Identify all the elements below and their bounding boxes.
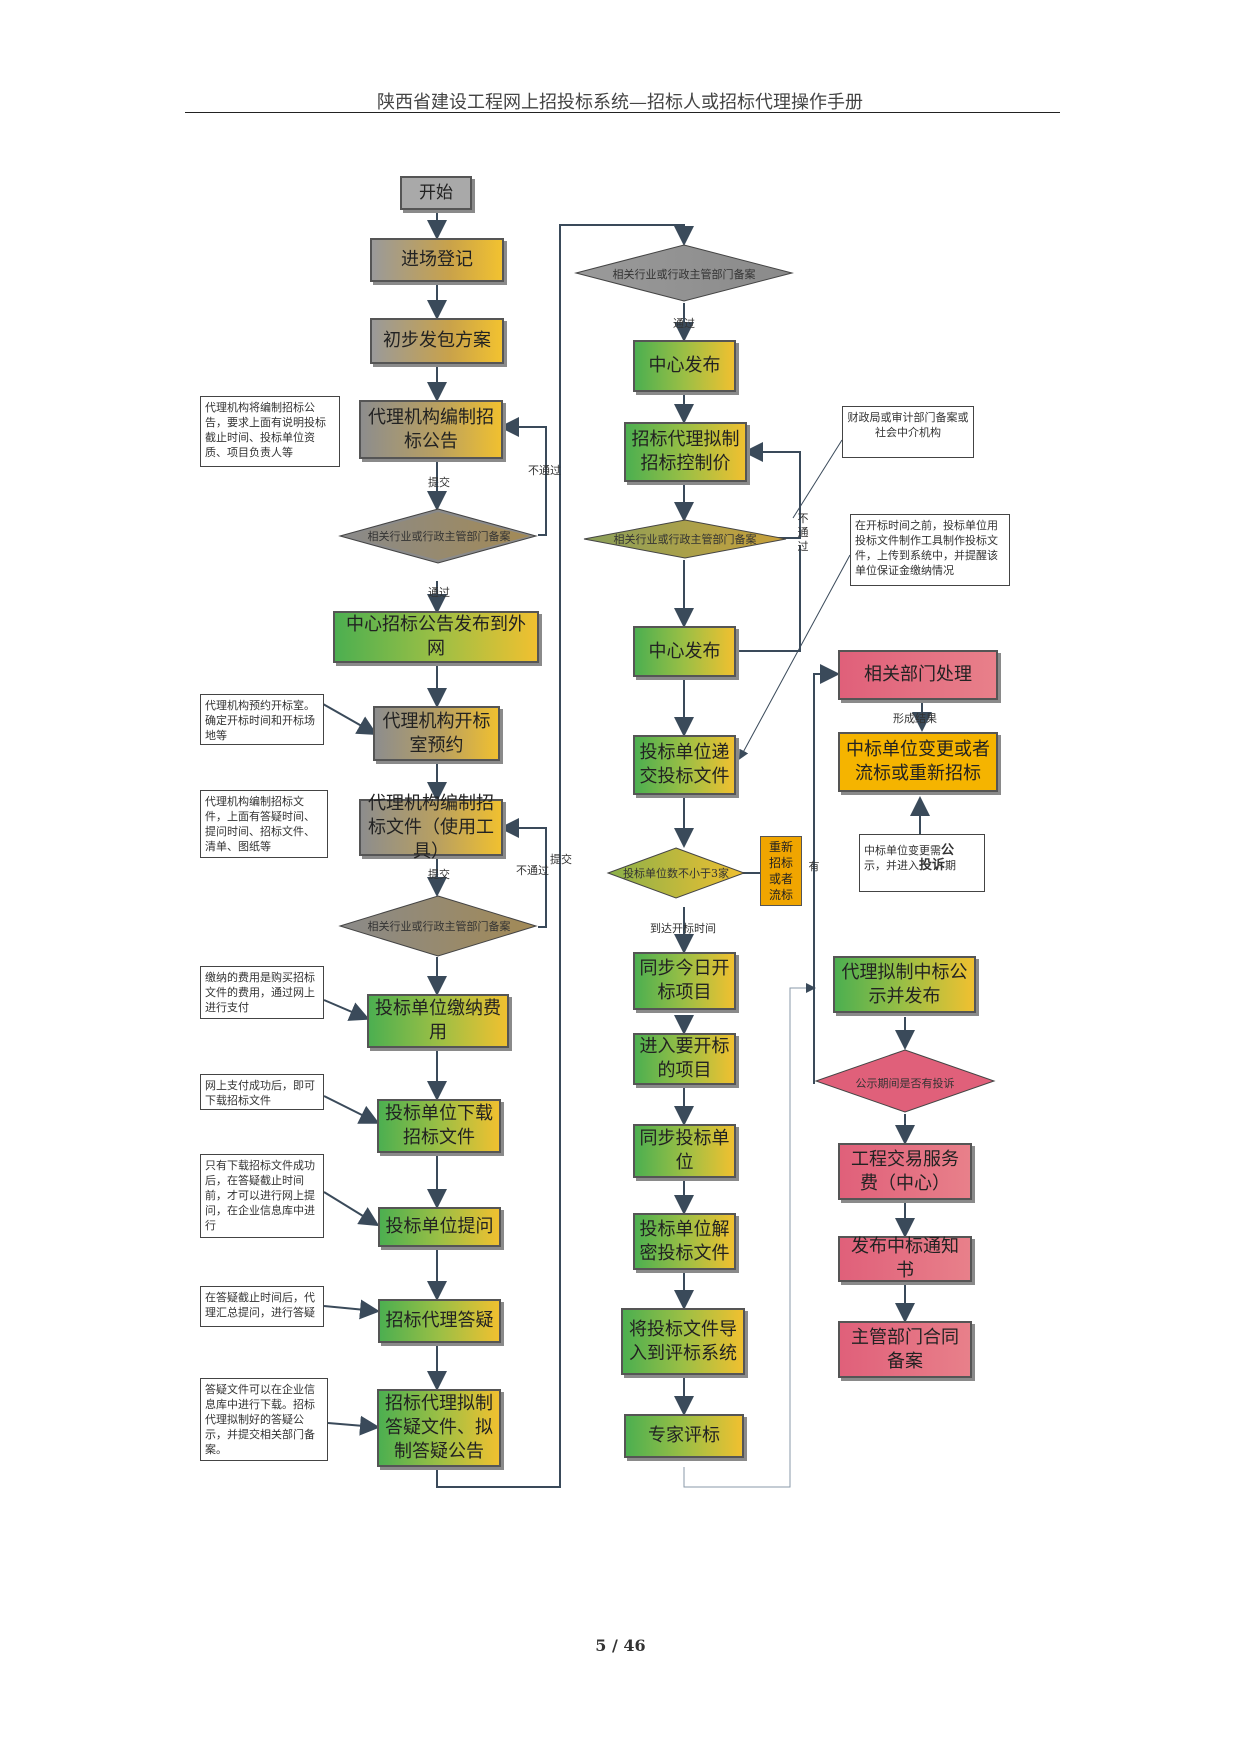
note-answers: 在答疑截止时间后，代理汇总提问，进行答疑: [200, 1286, 324, 1327]
diamond-filing-4: [583, 519, 787, 559]
label-reject-2: 不通过: [516, 864, 549, 877]
page-header: 陕西省建设工程网上招投标系统—招标人或招标代理操作手册: [377, 92, 863, 113]
label-reject-1: 不通过: [528, 464, 561, 477]
node-download-docs: 投标单位下载招标文件: [377, 1099, 501, 1153]
diamond-filing-2: [338, 895, 538, 957]
node-sync-bidders: 同步投标单位: [633, 1124, 736, 1178]
node-entry-registration: 进场登记: [370, 238, 504, 282]
node-control-price: 招标代理拟制招标控制价: [624, 422, 747, 482]
node-sync-today: 同步今日开标项目: [633, 952, 736, 1010]
diamond-complaint-label: 公示期间是否有投诉: [855, 1077, 955, 1090]
node-bidder-questions: 投标单位提问: [378, 1207, 501, 1247]
node-agent-answers: 招标代理答疑: [378, 1299, 501, 1343]
label-yes: 有: [808, 860, 820, 873]
node-draft-announcement: 代理机构编制招标公告: [359, 400, 503, 459]
start-node: 开始: [400, 176, 472, 210]
node-dept-handling: 相关部门处理: [838, 650, 998, 700]
header-rule: [185, 112, 1060, 113]
note-announcement: 代理机构将编制招标公告，要求上面有说明投标截止时间、投标单位资质、项目负责人等: [200, 396, 340, 467]
page-number: 5 / 46: [595, 1636, 646, 1655]
label-pass-1: 通过: [428, 586, 450, 599]
diamond-filing-1-label: 相关行业或行政主管部门备案: [367, 530, 511, 543]
note-answer-file: 答疑文件可以在企业信息库中进行下载。招标代理拟制好的答疑公示，并提交相关部门备案…: [200, 1378, 328, 1461]
label-submit-2: 提交: [428, 868, 450, 881]
diamond-bidder-count: [606, 847, 746, 899]
node-initial-plan: 初步发包方案: [370, 318, 504, 364]
node-expert-review: 专家评标: [624, 1414, 744, 1458]
diamond-complaint: [814, 1049, 996, 1113]
diamond-filing-1: [338, 508, 538, 564]
label-result: 形成结果: [893, 712, 937, 725]
note-k2: 公: [941, 843, 955, 858]
node-contract-filing: 主管部门合同备案: [838, 1321, 972, 1378]
note-questions: 只有下载招标文件成功后，在答疑截止时间前，才可以进行网上提问，在企业信息库中进行: [200, 1154, 324, 1238]
label-arrive: 到达开标时间: [650, 922, 716, 935]
node-win-notice: 发布中标通知书: [838, 1236, 972, 1282]
label-pass-2: 通过: [673, 317, 695, 330]
label-submit-1: 提交: [428, 476, 450, 489]
node-import-bids: 将投标文件导入到评标系统: [621, 1308, 745, 1375]
node-answer-notice: 招标代理拟制答疑文件、拟制答疑公告: [377, 1389, 501, 1467]
node-center-publish-2: 中心发布: [633, 626, 736, 677]
node-rebid-or-fail: 重新招标或者流标: [760, 836, 802, 906]
note-fee: 缴纳的费用是购买招标文件的费用，通过网上进行支付: [200, 966, 324, 1019]
node-draft-tender-docs: 代理机构编制招标文件（使用工具）: [359, 793, 503, 862]
node-enter-project: 进入要开标的项目: [633, 1033, 736, 1085]
diamond-filing-3-label: 相关行业或行政主管部门备案: [612, 268, 756, 281]
note-room: 代理机构预约开标室。确定开标时间和开标场地等: [200, 694, 324, 745]
note-k1: 中标单位变更需: [864, 844, 941, 857]
label-submit-3: 提交: [550, 853, 572, 866]
note-k5: 期: [945, 859, 957, 872]
note-upload-bids: 在开标时间之前，投标单位用投标文件制作工具制作投标文件，上传到系统中，并提醒该单…: [850, 514, 1010, 586]
label-reject-3: 不通过: [797, 512, 809, 553]
node-publish-announcement: 中心招标公告发布到外网: [333, 611, 539, 663]
note-filing-agency: 财政局或审计部门备案或社会中介机构: [842, 406, 974, 458]
diamond-bidder-count-label: 投标单位数不小于3家: [623, 867, 729, 880]
note-k3: 示，并进入: [864, 859, 919, 872]
diamond-filing-3: [574, 244, 794, 302]
node-winner-notice: 代理拟制中标公示并发布: [833, 956, 976, 1013]
node-pay-fee: 投标单位缴纳费用: [367, 994, 509, 1048]
note-k4: 投诉: [919, 858, 946, 873]
node-submit-bids: 投标单位递交投标文件: [633, 735, 736, 795]
node-service-fee: 工程交易服务费（中心）: [838, 1143, 972, 1200]
note-winner-change: 中标单位变更需公 示，并进入投诉期: [859, 834, 985, 892]
node-winner-change: 中标单位变更或者流标或重新招标: [838, 732, 998, 792]
node-center-publish-1: 中心发布: [633, 340, 736, 392]
note-tender-docs: 代理机构编制招标文件，上面有答疑时间、提问时间、招标文件、清单、图纸等: [200, 790, 328, 858]
diamond-filing-2-label: 相关行业或行政主管部门备案: [367, 920, 511, 933]
diamond-filing-4-label: 相关行业或行政主管部门备案: [613, 533, 757, 546]
note-download: 网上支付成功后，即可下载招标文件: [200, 1074, 324, 1110]
node-book-room: 代理机构开标室预约: [373, 706, 500, 761]
node-decrypt-bids: 投标单位解密投标文件: [633, 1213, 736, 1270]
